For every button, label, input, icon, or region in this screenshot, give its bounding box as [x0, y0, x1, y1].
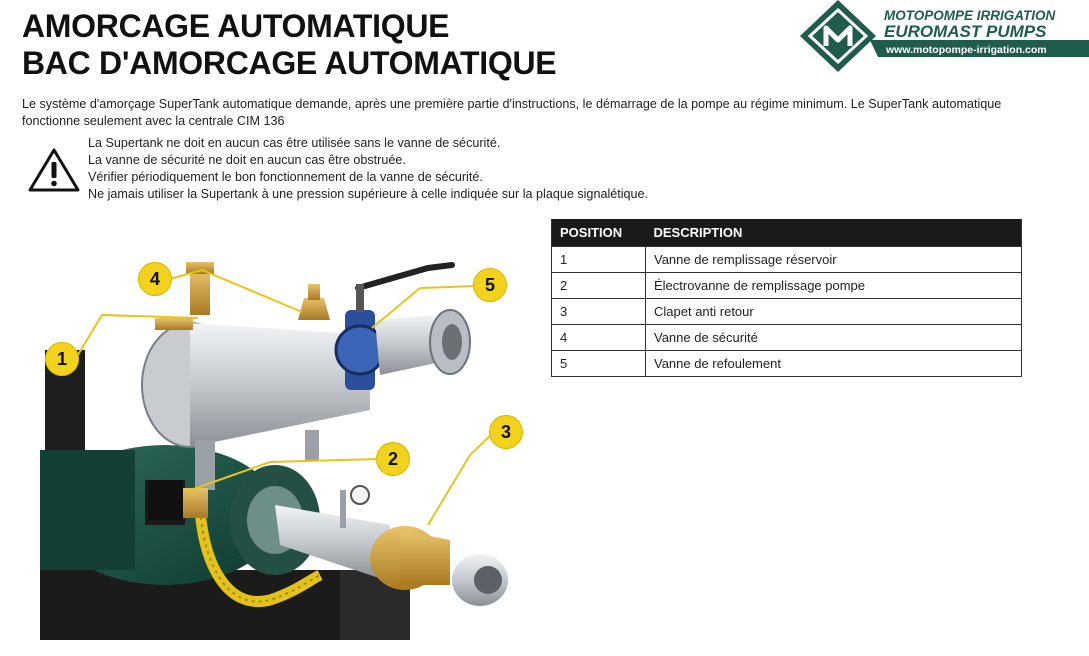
pump-illustration: 1 4 5 2 3 — [40, 240, 525, 640]
page-title: AMORCAGE AUTOMATIQUE BAC D'AMORCAGE AUTO… — [22, 8, 557, 82]
table-row: 4 Vanne de sécurité — [551, 324, 1022, 351]
warning-triangle-icon — [28, 148, 80, 192]
pump-drawing — [40, 262, 508, 640]
logo-line-1: MOTOPOMPE IRRIGATION — [884, 8, 1056, 23]
warning-list: La Supertank ne doit en aucun cas être u… — [88, 135, 648, 203]
logo-line-2: EUROMAST PUMPS — [884, 22, 1047, 41]
column-header-position: POSITION — [551, 219, 646, 247]
callout-badge-2: 2 — [376, 442, 410, 476]
table-header-row: POSITION DESCRIPTION — [551, 219, 1022, 247]
table-row: 1 Vanne de remplissage réservoir — [551, 246, 1022, 273]
callout-badge-3: 3 — [489, 415, 523, 449]
cell-position: 4 — [551, 324, 646, 351]
warning-item: La Supertank ne doit en aucun cas être u… — [88, 136, 501, 150]
intro-paragraph: Le système d'amorçage SuperTank automati… — [22, 97, 1002, 128]
brand-logo: MOTOPOMPE IRRIGATION EUROMAST PUMPS www.… — [800, 0, 1089, 72]
cell-description: Électrovanne de remplissage pompe — [645, 272, 1022, 299]
title-line-1: AMORCAGE AUTOMATIQUE — [22, 8, 450, 44]
table-row: 3 Clapet anti retour — [551, 298, 1022, 325]
cell-position: 3 — [551, 298, 646, 325]
title-line-2: BAC D'AMORCAGE AUTOMATIQUE — [22, 45, 557, 81]
warning-item: Ne jamais utiliser la Supertank à une pr… — [88, 187, 649, 201]
column-header-description: DESCRIPTION — [645, 219, 1022, 247]
cell-position: 2 — [551, 272, 646, 299]
cell-position: 1 — [551, 246, 646, 273]
callout-badge-1: 1 — [45, 342, 79, 376]
table-row: 5 Vanne de refoulement — [551, 350, 1022, 377]
cell-position: 5 — [551, 350, 646, 377]
callout-badge-4: 4 — [138, 262, 172, 296]
position-table: POSITION DESCRIPTION 1 Vanne de rempliss… — [551, 219, 1022, 377]
cell-description: Clapet anti retour — [645, 298, 1022, 325]
cell-description: Vanne de sécurité — [645, 324, 1022, 351]
logo-url: www.motopompe-irrigation.com — [885, 44, 1047, 56]
table-row: 2 Électrovanne de remplissage pompe — [551, 272, 1022, 299]
warning-item: Vérifier périodiquement le bon fonctionn… — [88, 170, 483, 184]
callout-badge-5: 5 — [473, 268, 507, 302]
cell-description: Vanne de refoulement — [645, 350, 1022, 377]
logo-emblem-icon — [800, 0, 876, 72]
cell-description: Vanne de remplissage réservoir — [645, 246, 1022, 273]
warning-item: La vanne de sécurité ne doit en aucun ca… — [88, 153, 406, 167]
